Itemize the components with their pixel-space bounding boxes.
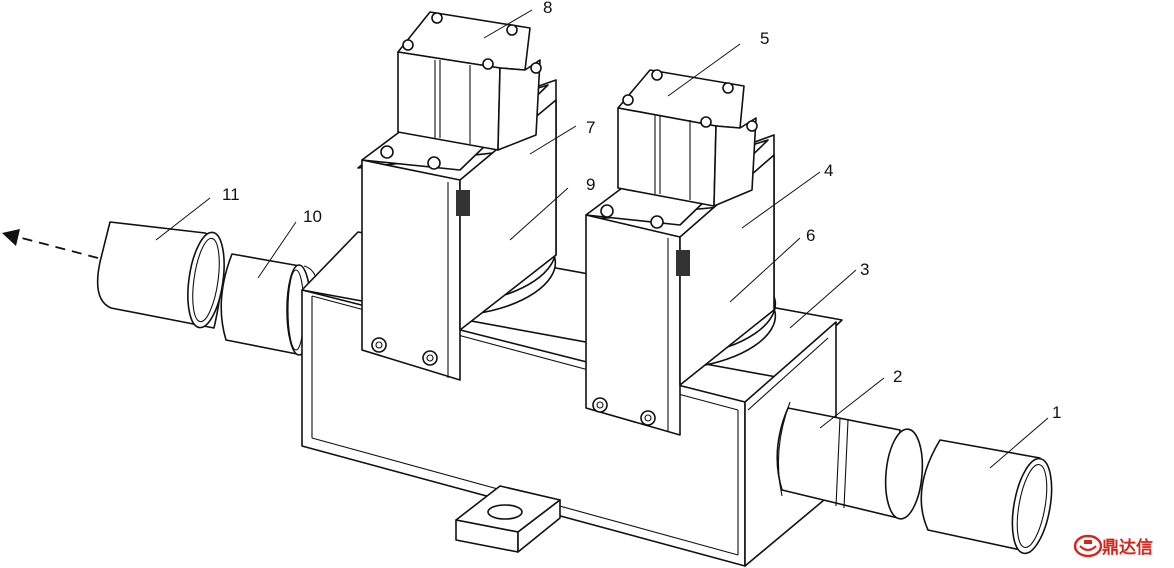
label-5: 5: [760, 29, 769, 48]
label-1: 1: [1052, 403, 1061, 422]
part-11-outlet-pipe: [96, 221, 225, 329]
part-2-coupling: [776, 401, 924, 520]
label-7: 7: [586, 118, 595, 137]
leader-lines: [155, 9, 1049, 469]
watermark-text: 鼎达信: [1102, 537, 1153, 558]
part-5-cylinder: [617, 69, 758, 207]
part-labels: 1 2 3 4 5 6 7 8 9 10 11: [222, 0, 1061, 422]
label-6: 6: [806, 226, 815, 245]
label-8: 8: [543, 0, 552, 17]
label-4: 4: [824, 161, 833, 180]
mouth-bubble-logo-icon: [1073, 534, 1103, 558]
label-11: 11: [222, 185, 240, 204]
mounting-bracket: [455, 485, 561, 553]
label-10: 10: [303, 207, 322, 226]
label-3: 3: [860, 260, 869, 279]
label-9: 9: [586, 175, 595, 194]
part-8-cylinder: [397, 11, 542, 151]
watermark: 鼎达信: [1073, 534, 1153, 558]
part-1-inlet-pipe: [920, 439, 1053, 555]
label-2: 2: [893, 367, 902, 386]
output-arrow: [2, 229, 99, 259]
